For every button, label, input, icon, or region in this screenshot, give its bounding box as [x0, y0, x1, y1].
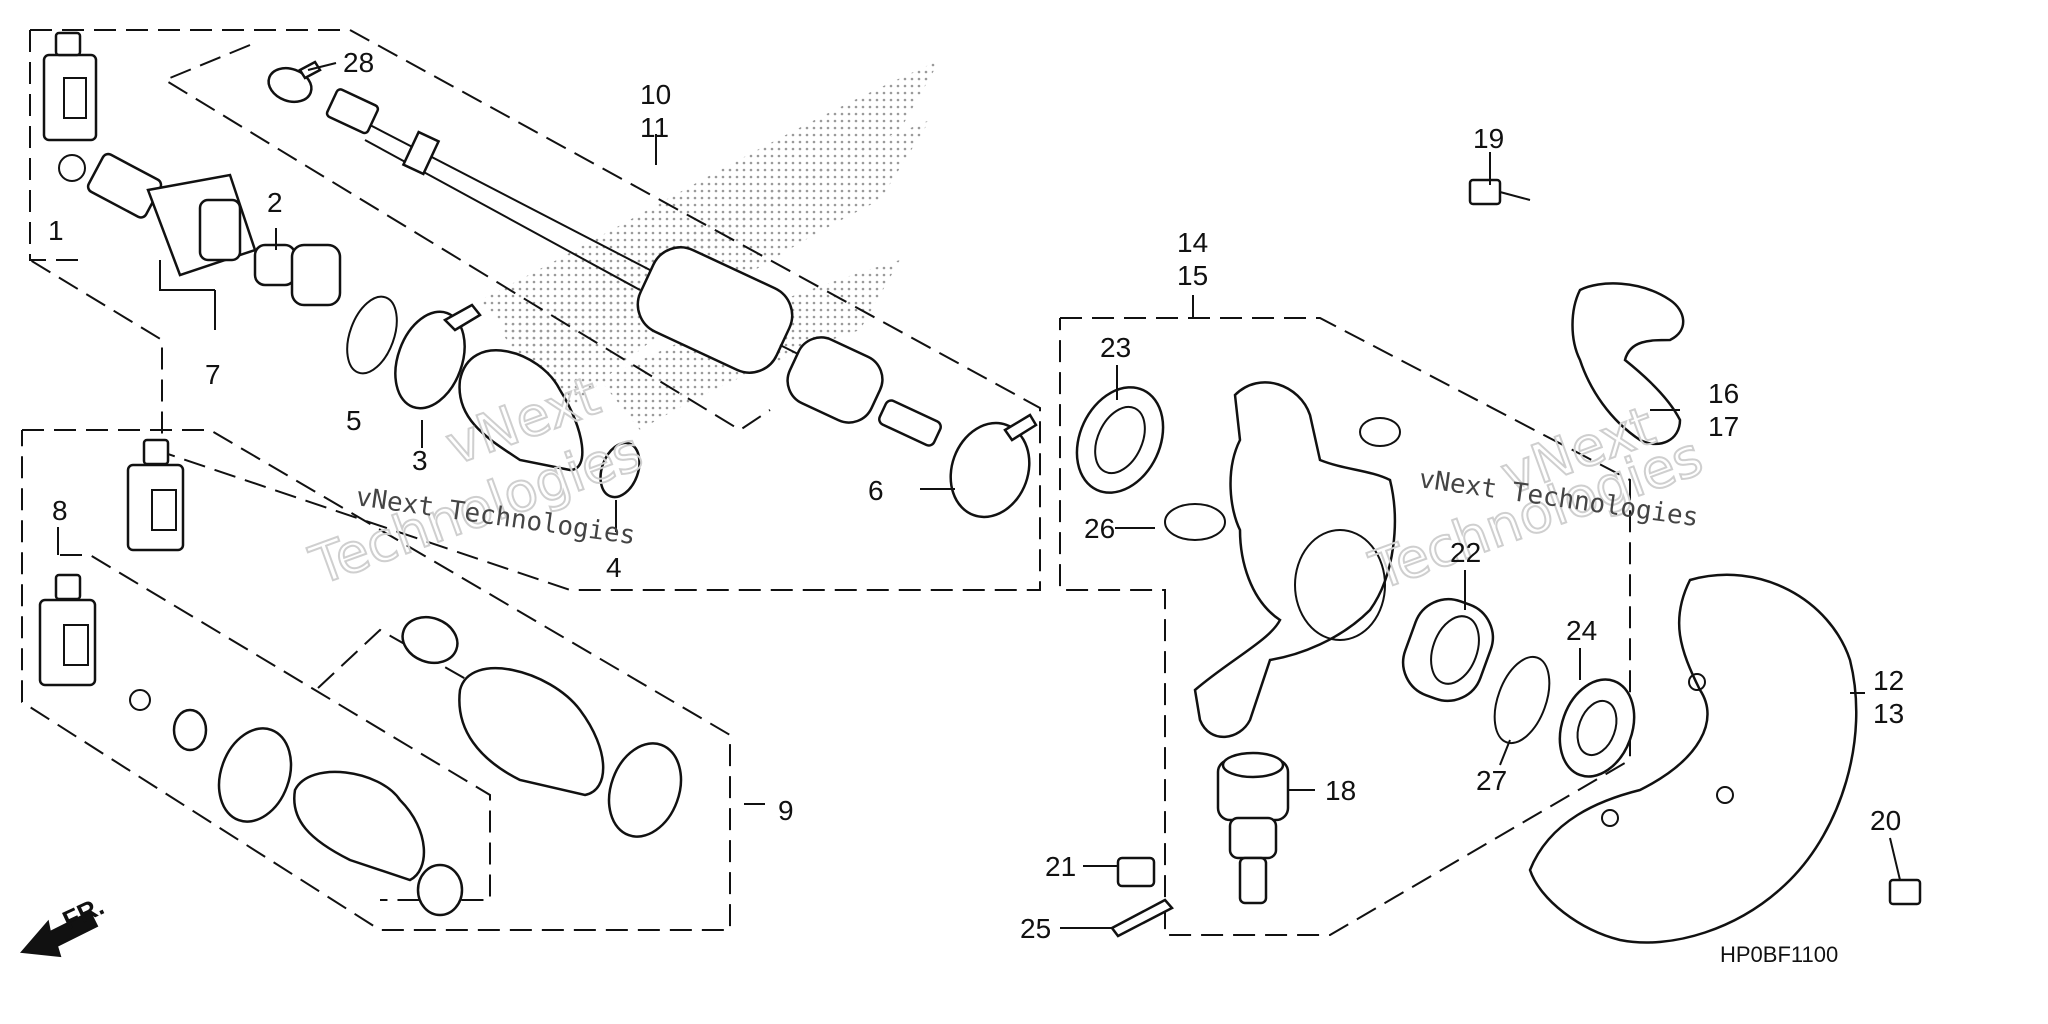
- circlip-icon: [346, 295, 398, 375]
- front-direction-arrow-icon: FR.: [19, 891, 109, 958]
- callout-19: 19: [1473, 123, 1504, 154]
- ball-joint-icon: [1216, 751, 1290, 905]
- callout-2: 2: [267, 187, 283, 218]
- callout-15: 15: [1177, 260, 1208, 291]
- bearing-23-icon: [1075, 386, 1165, 494]
- callout-14: 14: [1177, 227, 1208, 258]
- callout-9: 9: [778, 795, 794, 826]
- bracket-icon: [1571, 282, 1685, 446]
- callout-24: 24: [1566, 615, 1597, 646]
- snap-ring-26-icon: [1164, 503, 1226, 541]
- inner-boot-icon: [458, 349, 641, 499]
- circlip-27-icon: [1493, 655, 1551, 745]
- callout-17: 17: [1708, 411, 1739, 442]
- boot-band-icon: [394, 303, 482, 410]
- bolt-19-icon: [1468, 178, 1531, 206]
- boot-clamp-icon: [267, 60, 322, 104]
- grease-bottle-2-icon: [126, 438, 185, 552]
- drive-shaft-icon: [325, 88, 942, 447]
- callout-18: 18: [1325, 775, 1356, 806]
- callout-21: 21: [1045, 851, 1076, 882]
- disc-cover-icon: [1528, 573, 1858, 944]
- callout-3: 3: [412, 445, 428, 476]
- callout-13: 13: [1873, 698, 1904, 729]
- callout-12: 12: [1873, 665, 1904, 696]
- callout-4: 4: [606, 552, 622, 583]
- grease-bottle-icon: [42, 31, 98, 142]
- callout-7: 7: [205, 359, 221, 390]
- outer-boot-band-icon: [949, 413, 1038, 519]
- cotter-pin-icon: [1110, 898, 1174, 938]
- callout-22: 22: [1450, 537, 1481, 568]
- callout-26: 26: [1084, 513, 1115, 544]
- seal-24-icon: [1558, 678, 1636, 778]
- bearing-22-icon: [1401, 597, 1495, 703]
- diagram-code: HP0BF1100: [1720, 942, 1838, 967]
- callout-5: 5: [346, 405, 362, 436]
- callout-6: 6: [868, 475, 884, 506]
- inner-cv-joint-icon: [86, 152, 342, 307]
- callout-16: 16: [1708, 378, 1739, 409]
- callout-10: 10: [640, 79, 671, 110]
- callout-27: 27: [1476, 765, 1507, 796]
- group-frames: [21, 29, 1631, 936]
- callout-20: 20: [1870, 805, 1901, 836]
- boot-kit-icon: [129, 615, 683, 917]
- callout-28: 28: [343, 47, 374, 78]
- castle-nut-icon: [1116, 856, 1156, 888]
- leader-lines: [57, 62, 1901, 929]
- callout-11: 11: [640, 112, 669, 143]
- knuckle-icon: [1193, 381, 1401, 739]
- snap-ring-icon: [58, 154, 86, 182]
- callout-25: 25: [1020, 913, 1051, 944]
- grease-bottle-3-icon: [38, 573, 97, 687]
- callout-23: 23: [1100, 332, 1131, 363]
- bolt-20-icon: [1888, 878, 1922, 906]
- callout-8: 8: [52, 495, 68, 526]
- callout-1: 1: [48, 215, 64, 246]
- callouts: 1 2 3 4 5 6 7 8 9 10 11 12 13 14 15 16 1…: [48, 47, 1904, 944]
